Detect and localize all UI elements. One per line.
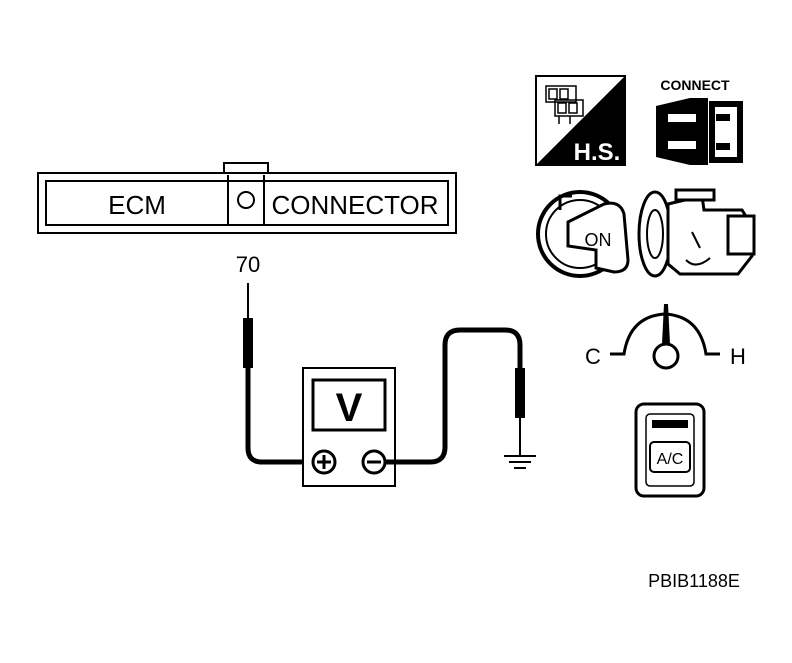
connector-keyway-icon — [237, 191, 255, 209]
temperature-gauge-icon: C H — [585, 304, 746, 370]
minus-terminal-icon — [361, 449, 387, 475]
connect-label: CONNECT — [660, 77, 730, 93]
connect-plug-left — [656, 98, 708, 165]
ground-icon — [504, 455, 536, 469]
hs-label: H.S. — [574, 139, 621, 166]
negative-probe-lead — [385, 327, 536, 469]
connector-right-label: CONNECTOR — [271, 190, 438, 220]
voltmeter-display — [311, 378, 387, 432]
voltmeter-symbol: V — [336, 386, 363, 430]
positive-probe-lead — [243, 283, 312, 465]
connector-pins-icon — [545, 85, 584, 124]
ignition-key-icon — [566, 201, 630, 274]
ac-indicator-lamp — [652, 420, 688, 428]
connect-icon: CONNECT — [656, 77, 743, 165]
gauge-hot-label: H — [730, 344, 746, 369]
ignition-on-icon: ON — [536, 190, 630, 278]
connector-left-label: ECM — [108, 190, 166, 220]
engine-running-icon — [637, 188, 756, 278]
harness-side-icon: H.S. — [535, 75, 626, 166]
connector-inner-frame — [45, 180, 449, 226]
positive-probe-body — [243, 318, 253, 368]
voltmeter: V — [302, 367, 396, 487]
ac-label: A/C — [657, 451, 684, 468]
ac-switch-icon: A/C — [634, 402, 706, 498]
ignition-on-label: ON — [585, 230, 612, 250]
terminal-number: 70 — [236, 252, 260, 277]
plus-terminal-icon — [311, 449, 337, 475]
ecm-connector: ECM CONNECTOR — [37, 162, 457, 234]
connect-plug-right — [709, 101, 743, 163]
gauge-cold-label: C — [585, 344, 601, 369]
negative-probe-body — [515, 368, 525, 418]
gauge-needle-icon — [662, 304, 670, 344]
figure-code: PBIB1188E — [648, 571, 740, 591]
